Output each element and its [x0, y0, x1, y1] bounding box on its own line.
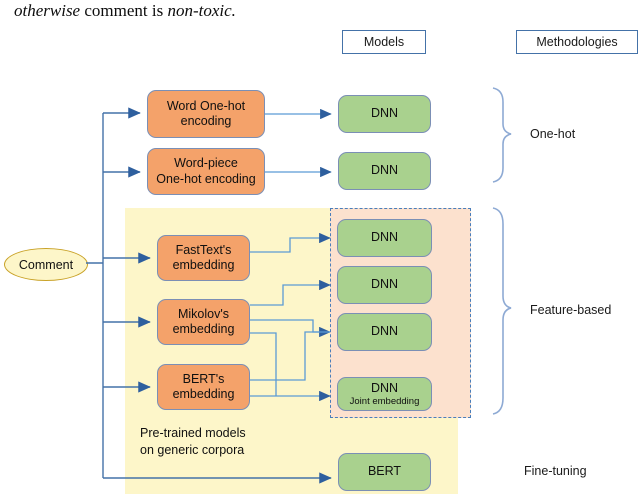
node-label: BERT [367, 464, 402, 479]
node-line-1: Word One-hot [166, 98, 246, 113]
node-line-2: encoding [180, 114, 232, 128]
node-line-2: One-hot encoding [156, 171, 256, 186]
node-bert-model[interactable]: BERT [338, 453, 431, 491]
brace-feature-based [492, 207, 512, 415]
methodology-text: One-hot [530, 127, 576, 141]
node-dnn-5[interactable]: DNN [337, 313, 432, 351]
node-line-1: Mikolov's [177, 306, 229, 321]
caption-italic-suffix: non-toxic. [167, 1, 236, 20]
node-word-one-hot[interactable]: Word One-hot encoding [147, 90, 265, 138]
node-label: DNN [370, 230, 399, 245]
node-dnn-joint-embedding[interactable]: DNN Joint embedding [337, 377, 432, 411]
node-line-2: embedding [172, 387, 235, 401]
node-line-1: FastText's [175, 242, 232, 257]
node-label: DNN [370, 381, 399, 396]
joint-models-dashed-region [330, 208, 471, 418]
node-line-1: BERT's [182, 371, 225, 386]
node-label: DNN [370, 277, 399, 292]
node-line-1: Word-piece [174, 156, 238, 171]
pretrained-note-line-2: on generic corpora [140, 442, 245, 457]
node-line-2: embedding [172, 258, 235, 272]
methodology-label-one-hot: One-hot [530, 127, 575, 141]
caption-italic-prefix: otherwise [14, 1, 81, 20]
caption-middle: comment is [80, 1, 168, 20]
node-label: DNN [370, 324, 399, 339]
header-box-methodologies: Methodologies [516, 30, 638, 54]
input-node-comment[interactable]: Comment [4, 248, 88, 281]
methodology-text: Feature-based [530, 303, 612, 317]
methodology-label-feature-based: Feature-based [530, 303, 611, 317]
header-label-methodologies: Methodologies [536, 35, 618, 49]
header-box-models: Models [342, 30, 426, 54]
methodology-text: Fine-tuning [524, 464, 587, 478]
node-mikolov-embedding[interactable]: Mikolov's embedding [157, 299, 250, 345]
trunk-from-comment [86, 113, 104, 478]
node-fasttext-embedding[interactable]: FastText's embedding [157, 235, 250, 281]
node-line-2: embedding [172, 322, 235, 336]
brace-one-hot [492, 87, 512, 183]
node-sublabel: Joint embedding [349, 395, 420, 407]
node-dnn-1[interactable]: DNN [338, 95, 431, 133]
pretrained-note-line-1: Pre-trained models [140, 426, 246, 440]
methodology-label-fine-tuning: Fine-tuning [524, 464, 587, 478]
node-dnn-2[interactable]: DNN [338, 152, 431, 190]
node-dnn-3[interactable]: DNN [337, 219, 432, 257]
figure-caption-text: otherwise comment is non-toxic. [14, 1, 236, 21]
node-dnn-4[interactable]: DNN [337, 266, 432, 304]
pretrained-models-note: Pre-trained models on generic corpora [140, 425, 246, 459]
node-word-piece-one-hot[interactable]: Word-piece One-hot encoding [147, 148, 265, 195]
header-label-models: Models [363, 35, 405, 49]
node-label: DNN [370, 106, 399, 121]
input-node-label: Comment [18, 257, 74, 272]
node-bert-embedding[interactable]: BERT's embedding [157, 364, 250, 410]
node-label: DNN [370, 163, 399, 178]
